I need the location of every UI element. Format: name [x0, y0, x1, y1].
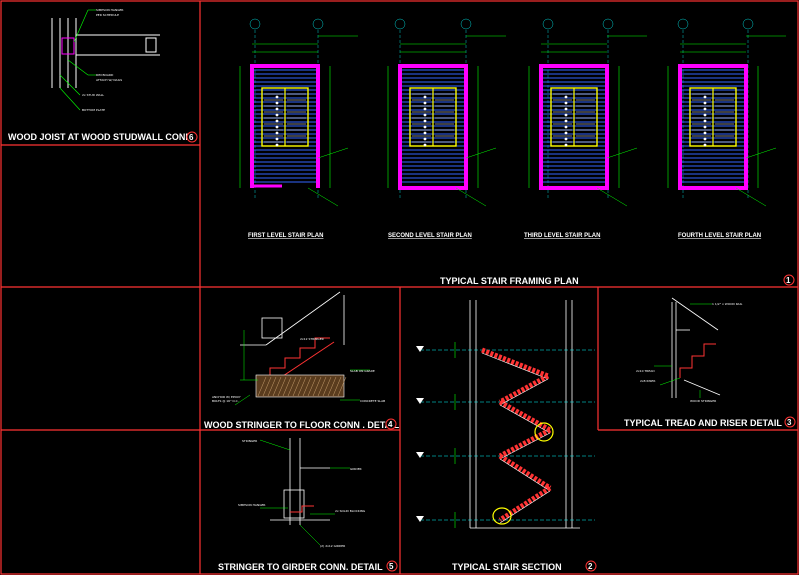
level-marker: [416, 516, 424, 522]
grid-bubble: [394, 18, 406, 30]
stair-plan-1: [239, 35, 358, 207]
stair-flight: [498, 485, 552, 524]
svg-text:PER SCHEDULE: PER SCHEDULE: [96, 13, 119, 17]
svg-text:2x10 TREAD: 2x10 TREAD: [636, 369, 655, 373]
detail-number-badge: [386, 560, 398, 572]
grid-bubble: [742, 18, 754, 30]
detail-number: 4: [388, 420, 393, 429]
detail-5-stringer-girder: STRINGER GIRDER SIMPSON HANGER 2x SOLID …: [218, 438, 398, 572]
panel-title: WOOD STRINGER TO FLOOR CONN . DETAIL: [204, 420, 400, 430]
detail-number-badge: [783, 274, 795, 286]
level-marker: [416, 398, 424, 404]
panel-title: STRINGER TO GIRDER CONN. DETAIL: [218, 562, 383, 572]
plan-label-1: FIRST LEVEL STAIR PLAN: [248, 233, 323, 239]
plan-label-3: THIRD LEVEL STAIR PLAN: [524, 233, 600, 239]
svg-text:2x SOLID BLOCKING: 2x SOLID BLOCKING: [335, 509, 366, 513]
plan-label-4: FOURTH LEVEL STAIR PLAN: [678, 233, 761, 239]
detail-number: 5: [389, 562, 394, 571]
plan-label-2: SECOND LEVEL STAIR PLAN: [388, 233, 472, 239]
stair-flight: [498, 399, 552, 434]
detail-number-badge: [186, 131, 198, 143]
svg-text:BOLTS @ 16" O.C.: BOLTS @ 16" O.C.: [212, 399, 239, 403]
grid-bubble: [460, 18, 472, 30]
svg-text:ANCHOR W/ EPOXY: ANCHOR W/ EPOXY: [212, 395, 241, 399]
svg-text:ATTACH W/ NAILS: ATTACH W/ NAILS: [96, 78, 122, 82]
grid-bubble: [677, 18, 689, 30]
stair-plan-2: [387, 35, 506, 207]
svg-text:SIMPSON HANGER: SIMPSON HANGER: [238, 503, 266, 507]
svg-text:STRINGER: STRINGER: [242, 439, 257, 443]
svg-text:WOOD STRINGER: WOOD STRINGER: [690, 399, 716, 403]
stair-flight: [498, 373, 550, 406]
detail-1-stair-framing-plan: FIRST LEVEL STAIR PLAN SECOND LEVEL STAI…: [239, 18, 795, 286]
floor-slab: [255, 374, 345, 398]
svg-text:2x STUD WALL: 2x STUD WALL: [82, 93, 104, 97]
stair-plan-4: [667, 35, 786, 207]
stair-plan-3: [528, 35, 647, 207]
level-marker: [416, 452, 424, 458]
detail-number: 3: [787, 418, 792, 427]
svg-text:(2) 2x12 GIRDER: (2) 2x12 GIRDER: [320, 544, 345, 548]
detail-2-stair-section: TYPICAL STAIR SECTION 2: [416, 300, 597, 572]
grid-bubble: [312, 18, 324, 30]
svg-text:GIRDER: GIRDER: [350, 467, 362, 471]
stair-flight: [481, 347, 549, 380]
grid-bubble: [542, 18, 554, 30]
detail-number: 6: [189, 133, 194, 142]
detail-number-badge: [585, 560, 597, 572]
detail-3-tread-riser: 1 1/2" x WOOD RAIL 2x10 TREAD 2x8 RISER …: [624, 297, 796, 428]
grid-bubble: [602, 18, 614, 30]
svg-text:SLAB ON GRADE: SLAB ON GRADE: [350, 369, 375, 373]
svg-text:CONCRETE SLAB: CONCRETE SLAB: [360, 399, 385, 403]
stair-flight: [498, 427, 552, 460]
svg-text:1 1/2" x WOOD RAIL: 1 1/2" x WOOD RAIL: [712, 302, 743, 306]
svg-text:2x8 RISER: 2x8 RISER: [640, 379, 655, 383]
level-marker: [416, 346, 424, 352]
svg-text:2x12 STRINGER: 2x12 STRINGER: [300, 337, 324, 341]
detail-number-badge: [385, 418, 397, 430]
panel-title: TYPICAL STAIR FRAMING PLAN: [440, 276, 579, 286]
detail-number-badge: [784, 416, 796, 428]
panel-title: TYPICAL STAIR SECTION: [452, 562, 562, 572]
grid-bubble: [249, 18, 261, 30]
stair-flight: [498, 453, 552, 492]
detail-number: 1: [786, 276, 791, 285]
svg-text:BOTTOM PLATE: BOTTOM PLATE: [82, 108, 105, 112]
panel-title: WOOD JOIST AT WOOD STUDWALL CONN.: [8, 132, 194, 142]
detail-6-wood-joist: SIMPSON HANGER PER SCHEDULE RIM BOARD AT…: [8, 8, 198, 143]
detail-number: 2: [588, 562, 593, 571]
svg-text:RIM BOARD: RIM BOARD: [96, 73, 114, 77]
panel-title: TYPICAL TREAD AND RISER DETAIL: [624, 418, 782, 428]
detail-4-stringer-floor: 2x12 STRINGER SLAB ON GRADE CONCRETE SLA…: [204, 291, 400, 430]
svg-text:SIMPSON HANGER: SIMPSON HANGER: [96, 8, 124, 12]
